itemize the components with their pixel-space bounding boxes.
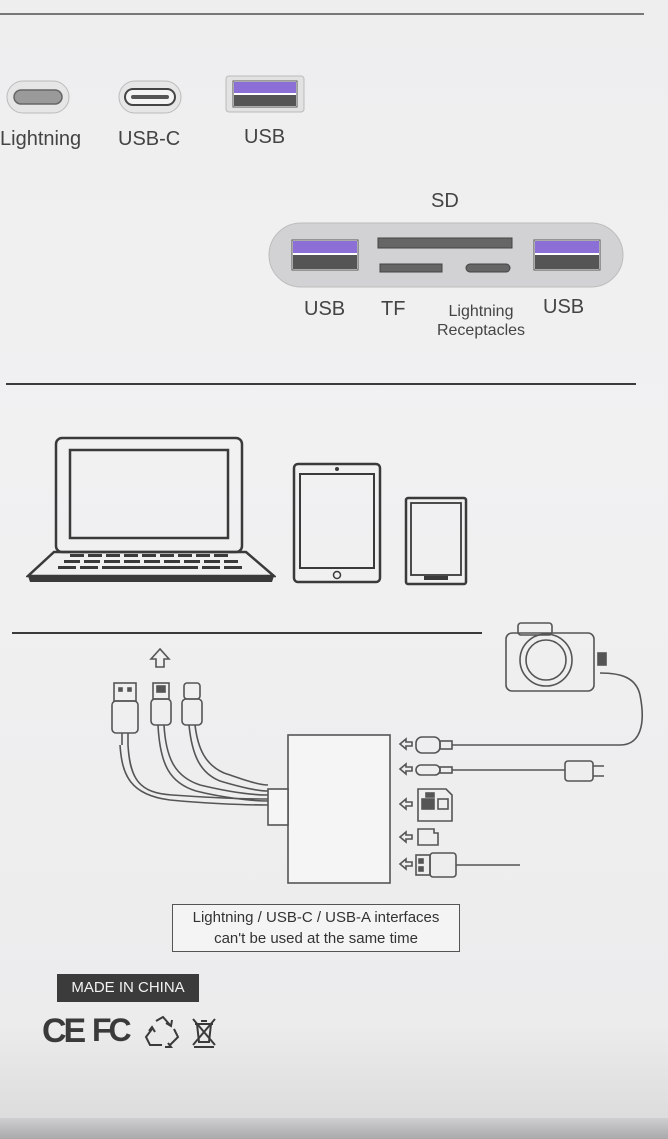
charger-cable-plug-icon (415, 760, 604, 782)
ce-mark-icon: CE (42, 1012, 86, 1050)
sd-slot-icon (377, 237, 513, 249)
lightning-connector-icon (6, 80, 70, 114)
hub-usb-left-label: USB (304, 298, 346, 320)
tablet-icon (292, 462, 382, 584)
fcc-mark-icon: FC (92, 1012, 132, 1048)
usb-port-right-icon (533, 239, 601, 271)
hub-lightning-receptacles-label: Lightning Receptacles (428, 302, 534, 340)
usb-c-plug-icon (181, 682, 203, 726)
recycle-icon (144, 1015, 180, 1048)
lightning-label: Lightning (0, 128, 82, 150)
hub-tf-label: TF (381, 298, 406, 320)
lightning-plug-icon (150, 682, 172, 726)
lightning-receptacle-icon (465, 263, 511, 273)
hub-usb-right-label: USB (543, 296, 585, 318)
lower-divider (12, 632, 482, 634)
tf-card-icon (417, 828, 439, 846)
usb-a-plug-icon (111, 682, 139, 745)
middle-divider (6, 383, 636, 385)
up-arrow-icon (149, 647, 171, 668)
weee-bin-icon (192, 1018, 216, 1048)
hub-lightning-line2: Receptacles (436, 322, 526, 339)
hub-lightning-line1: Lightning (448, 303, 514, 320)
usage-notice-line1: Lightning / USB-C / USB-A interfaces (192, 909, 440, 926)
usb-c-label: USB-C (118, 128, 181, 150)
top-divider (0, 13, 644, 15)
sd-slot-label: SD (431, 190, 459, 212)
hub-front-view (268, 222, 624, 288)
camera-cable-plug-icon (415, 672, 643, 754)
connection-diagram (111, 622, 643, 884)
box-bottom-edge (0, 1118, 668, 1139)
usb-c-connector-icon (118, 80, 182, 114)
usb-drive-icon (415, 852, 520, 878)
usb-a-connector-icon (225, 75, 305, 113)
phone-icon (404, 496, 468, 586)
tf-slot-icon (379, 263, 443, 273)
hub-body-icon (287, 734, 391, 884)
usb-port-left-icon (291, 239, 359, 271)
usage-notice-line2: can't be used at the same time (214, 930, 418, 947)
usage-notice-box: Lightning / USB-C / USB-A interfaces can… (172, 904, 460, 952)
camera-icon (505, 622, 607, 692)
made-in-china-badge: MADE IN CHINA (57, 974, 199, 1002)
usb-label: USB (244, 126, 286, 148)
sd-card-icon (417, 788, 453, 822)
laptop-icon (26, 436, 276, 582)
